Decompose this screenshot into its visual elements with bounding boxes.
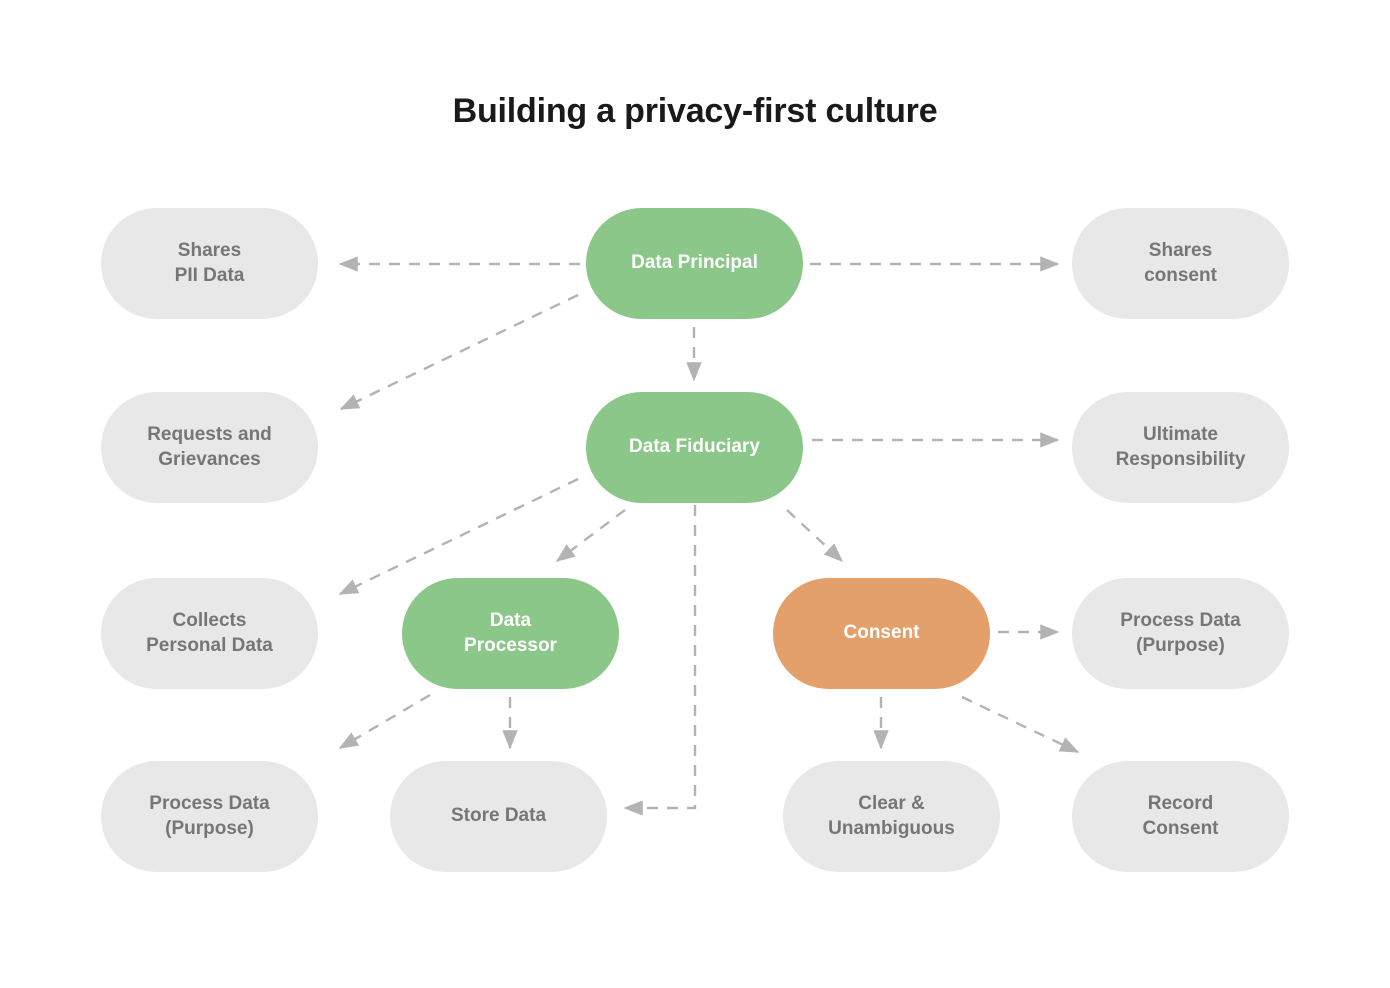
node-label: Consent [843, 622, 920, 644]
edge-principal-to-requests [339, 293, 579, 411]
edge-fiduciary-to-processor [555, 509, 626, 562]
node-label: Collects Personal Data [146, 610, 273, 656]
node-label: Shares PII Data [174, 240, 245, 286]
node-label: Ultimate Responsibility [1115, 424, 1246, 470]
node-label: Store Data [450, 805, 547, 827]
page-title: Building a privacy-first culture [452, 92, 938, 130]
node-consent[interactable]: Consent [773, 578, 990, 689]
node-label: Requests and Grievances [147, 424, 272, 470]
node-label: Record Consent [1142, 793, 1219, 839]
node-process-data-purpose-left[interactable]: Process Data (Purpose) [101, 761, 318, 872]
node-data-processor[interactable]: Data Processor [402, 578, 619, 689]
node-shares-pii-data[interactable]: Shares PII Data [101, 208, 318, 319]
node-label: Data Processor [464, 610, 557, 656]
node-label: Shares consent [1144, 240, 1217, 286]
node-clear-and-unambiguous[interactable]: Clear & Unambiguous [783, 761, 1000, 872]
node-label: Process Data (Purpose) [1120, 610, 1241, 656]
node-data-principal[interactable]: Data Principal [586, 208, 803, 319]
node-label: Data Fiduciary [629, 436, 760, 458]
node-data-fiduciary[interactable]: Data Fiduciary [586, 392, 803, 503]
node-label: Data Principal [631, 252, 758, 274]
node-ultimate-responsibility[interactable]: Ultimate Responsibility [1072, 392, 1289, 503]
node-label: Clear & Unambiguous [828, 793, 955, 839]
edge-consent-to-record [961, 695, 1080, 754]
edge-fiduciary-to-consent [786, 509, 844, 562]
node-process-data-purpose-right[interactable]: Process Data (Purpose) [1072, 578, 1289, 689]
node-shares-consent[interactable]: Shares consent [1072, 208, 1289, 319]
edge-fiduciary-to-collects [338, 477, 579, 596]
node-record-consent[interactable]: Record Consent [1072, 761, 1289, 872]
node-store-data[interactable]: Store Data [390, 761, 607, 872]
edge-fiduciary-to-store-data [623, 505, 697, 816]
node-label: Process Data (Purpose) [149, 793, 270, 839]
node-collects-personal-data[interactable]: Collects Personal Data [101, 578, 318, 689]
edge-processor-to-process-data [338, 693, 431, 750]
node-requests-and-grievances[interactable]: Requests and Grievances [101, 392, 318, 503]
